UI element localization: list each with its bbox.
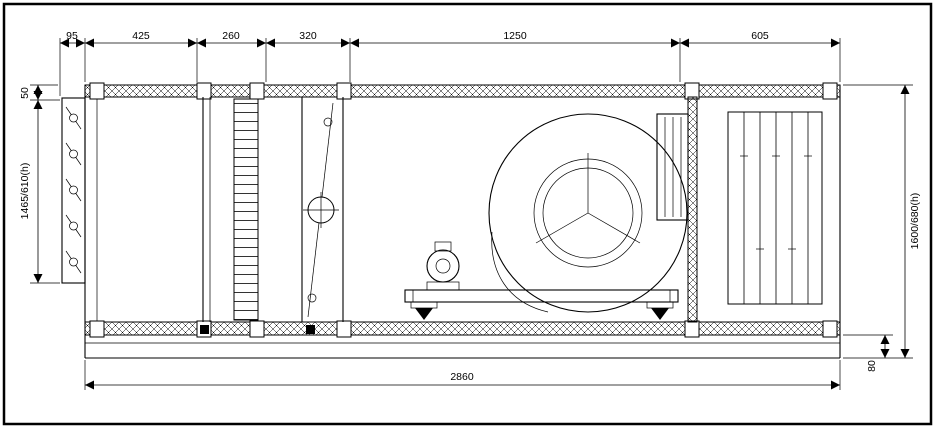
dim-unit-height: 1600/680(h) <box>909 193 921 250</box>
damper-actuator <box>303 192 339 228</box>
heat-exchanger-coil <box>727 111 823 305</box>
dim-section-4: 1250 <box>503 30 527 42</box>
left-dimensions: 50 1465/610(h) <box>19 84 60 284</box>
louver-blades <box>65 106 82 274</box>
coil-section <box>727 111 823 305</box>
fan-motor <box>426 241 460 291</box>
centrifugal-fan <box>488 113 688 313</box>
divider-1 <box>202 97 211 322</box>
dim-louver-depth: 95 <box>66 30 78 42</box>
fan-discharge <box>656 113 689 221</box>
dim-section-3: 320 <box>299 30 317 42</box>
dim-section-5: 605 <box>751 30 769 42</box>
top-dimension-chain: 95 425 260 320 1250 605 <box>59 30 841 96</box>
dim-base-height: 80 <box>866 360 878 372</box>
right-dimensions: 1600/680(h) 80 <box>843 84 921 372</box>
access-damper-section <box>301 97 344 322</box>
ahu-casing <box>84 82 841 359</box>
fan-motor-section <box>404 113 689 320</box>
bottom-panel-clamps <box>89 320 838 338</box>
top-panel-clamps <box>89 82 838 100</box>
filter-section <box>233 98 259 321</box>
dim-section-1: 425 <box>132 30 150 42</box>
dim-overall-length: 2860 <box>450 371 474 383</box>
dim-inlet-height: 1465/610(h) <box>19 163 31 220</box>
fan-base-rail <box>404 289 679 303</box>
louver-frame <box>61 97 86 284</box>
inlet-louver-section <box>61 97 86 284</box>
coil-tube-marks <box>740 155 812 250</box>
vibration-isolator-left <box>410 301 438 320</box>
dim-top-offset: 50 <box>19 87 31 99</box>
divider-2 <box>687 96 698 323</box>
pleated-filter <box>233 98 259 321</box>
base-frame <box>84 335 841 359</box>
vibration-isolator-right <box>646 301 674 320</box>
bottom-dimension: 2860 <box>84 360 841 390</box>
dim-section-2: 260 <box>222 30 240 42</box>
fan-impeller-spokes <box>535 153 641 244</box>
